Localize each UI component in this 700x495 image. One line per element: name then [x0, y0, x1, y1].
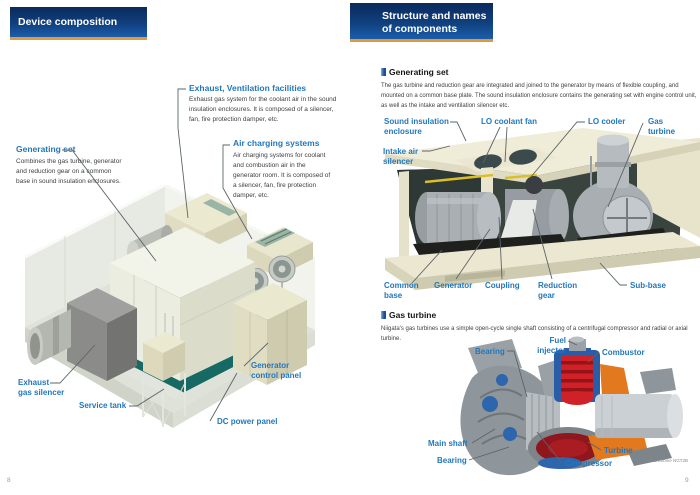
label-sound-insulation-enclosure: Sound insulation enclosure — [384, 117, 449, 136]
paragraph-generating-set: The gas turbine and reduction gear are i… — [381, 83, 697, 109]
label-bearing-bottom: Bearing — [437, 456, 467, 465]
label-intake-air-silencer: Intake air silencer — [383, 147, 419, 166]
label-combustor: Combustor — [602, 348, 645, 357]
section-bullet-icon — [381, 68, 386, 76]
label-main-shaft: Main shaft — [428, 439, 468, 448]
label-exhaust-gas-silencer: Exhaust gas silencer — [18, 378, 65, 397]
section-heading-text: Generating set — [389, 67, 449, 77]
label-dc-power-panel: DC power panel — [217, 417, 278, 426]
section-heading-text: Gas turbine — [389, 310, 437, 320]
label-sub-base: Sub-base — [630, 281, 667, 290]
paragraph-gas-turbine: Niigata's gas turbines use a simple open… — [381, 326, 688, 342]
page-number-left: 8 — [7, 477, 11, 484]
label-turbine: Turbine — [604, 446, 633, 455]
label-generator-control-panel: Generator control panel — [251, 361, 302, 380]
label-bearing-top: Bearing — [475, 347, 505, 356]
callout-body-exhaust-ventilation: Exhaust gas system for the coolant air i… — [189, 96, 337, 123]
label-generator: Generator — [434, 281, 473, 290]
section-bullet-icon — [381, 311, 386, 319]
right-page-title-banner: Structure and names of components — [350, 3, 493, 42]
label-lo-cooler: LO cooler — [588, 117, 626, 126]
section-heading-gas-turbine: Gas turbine — [381, 310, 436, 320]
callout-title-air-charging: Air charging systems — [233, 138, 320, 148]
label-common-base: Common base — [384, 281, 419, 300]
label-reduction-gear: Reduction gear — [538, 281, 578, 300]
label-coupling: Coupling — [485, 281, 520, 290]
label-compressor: Compressor — [565, 459, 613, 468]
callout-body-generating-set: Combines the gas turbine, generator and … — [16, 158, 122, 185]
generating-set-illustration — [385, 128, 700, 290]
left-page-title-banner: Device composition — [10, 7, 147, 40]
callout-title-generating-set: Generating set — [16, 144, 76, 154]
page-number-right: 9 — [685, 477, 689, 484]
label-service-tank: Service tank — [79, 401, 127, 410]
device-composition-illustration — [24, 185, 316, 428]
label-lo-coolant-fan: LO coolant fan — [481, 117, 537, 126]
label-fuel-injector: Fuel injector — [537, 336, 566, 355]
figure-caption: * Gas turbine NGT2B — [645, 458, 688, 463]
section-heading-generating-set: Generating set — [381, 67, 449, 77]
label-gas-turbine: Gas turbine — [648, 117, 676, 136]
callout-title-exhaust-ventilation: Exhaust, Ventilation facilities — [189, 83, 307, 93]
